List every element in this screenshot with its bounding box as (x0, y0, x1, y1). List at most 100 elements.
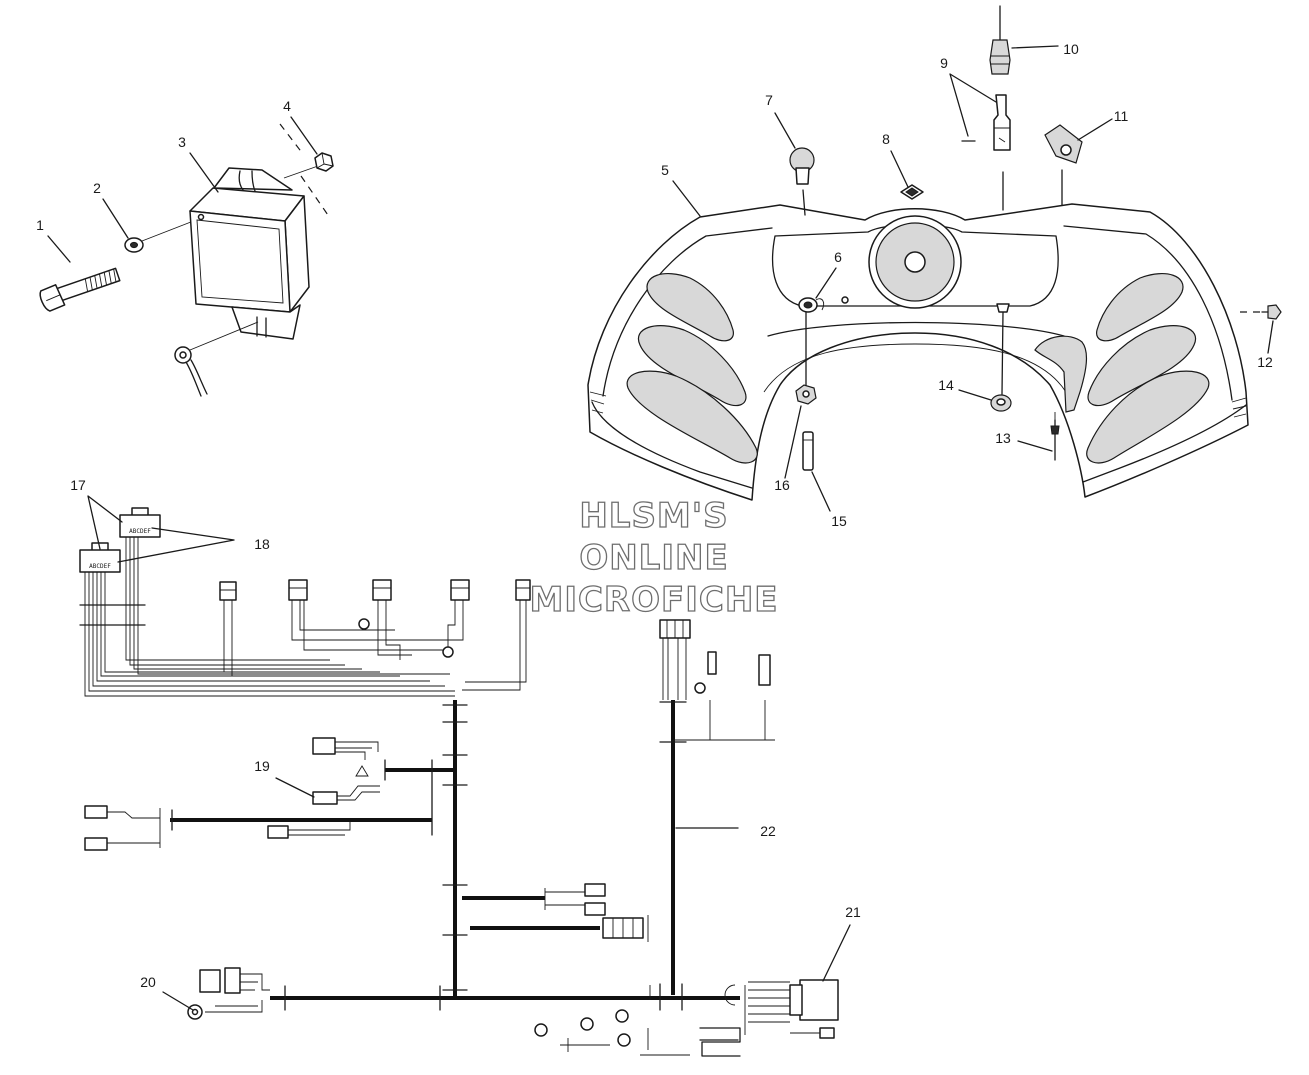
hood-left-trim (589, 391, 607, 414)
harness-marker-5 (580, 1017, 594, 1031)
hood-small-hole (841, 296, 849, 304)
callout-21: 21 (845, 904, 861, 920)
harness-marker-1 (358, 618, 370, 630)
callout-14: 14 (938, 377, 954, 393)
hood-right-lower-edge (1082, 404, 1247, 483)
callout-13-leader (1017, 440, 1053, 452)
part-7-to-hood-line (802, 189, 806, 216)
callout-18: 18 (254, 536, 270, 552)
connector-21-pigtail (819, 1027, 835, 1039)
callout-4-leader (290, 116, 318, 155)
harness-warning-triangle (355, 765, 369, 777)
ground-ring-hole (179, 351, 187, 359)
part-8-clip-inner (905, 187, 919, 197)
harness-marker-7 (617, 1033, 631, 1047)
callout-21-leader (822, 924, 851, 982)
callout-16-leader (784, 405, 802, 479)
part-11-bracket-hole (1060, 144, 1072, 156)
part-11-bracket (1044, 124, 1083, 164)
connector-19-upper (312, 737, 336, 755)
hood-vent-left-upper (646, 273, 734, 342)
part-14-post (996, 303, 1010, 313)
connector-top-4 (450, 579, 470, 601)
connector-19-wires (335, 741, 380, 801)
harness-left-bundle-lower (84, 572, 455, 697)
connector-mid-2-pins (612, 915, 649, 942)
part-14-grommet-hole (996, 398, 1006, 406)
callout-1-leader (47, 235, 71, 263)
bolt-threads (84, 268, 117, 292)
hood-outline (587, 203, 1249, 501)
callout-10-leader (1011, 45, 1059, 49)
hood-left-lower-edge (591, 401, 753, 489)
callout-3-leader (189, 152, 219, 193)
callout-5: 5 (661, 162, 669, 178)
box-corner-hole (197, 213, 205, 221)
callout-9: 9 (940, 55, 948, 71)
harness-top-wires (223, 600, 527, 691)
callout-18-leader (117, 527, 235, 563)
callout-6-leader (815, 267, 837, 299)
connector-20-side (224, 967, 241, 994)
part-6-boss (815, 298, 825, 311)
callout-20: 20 (140, 974, 156, 990)
harness-trunk-ties (171, 704, 468, 991)
connector-left-mid-wires (288, 822, 351, 836)
connector-far-left-lower (84, 837, 108, 851)
callout-17-leader (87, 495, 123, 550)
callout-8: 8 (882, 131, 890, 147)
hood-gauge-center (904, 251, 926, 273)
callout-12: 12 (1257, 354, 1273, 370)
watermark-line-2: ONLINE (579, 538, 728, 578)
connector-22-top-pins (666, 620, 684, 638)
hood-right-inner-edge (1063, 225, 1233, 401)
box-top-slot (238, 170, 256, 192)
part-5-hood (587, 203, 1249, 501)
callout-6: 6 (834, 249, 842, 265)
connector-22-wires (662, 638, 687, 700)
callout-20-leader (162, 991, 194, 1011)
connector-far-left-wires (107, 808, 161, 848)
connector-top-detail (220, 587, 530, 591)
part-12-screw (1267, 304, 1282, 320)
ground-wire (185, 359, 208, 397)
callout-2: 2 (93, 180, 101, 196)
connector-left-mid (267, 825, 289, 839)
part-15-pin (802, 431, 814, 471)
connector-top-2 (288, 579, 308, 601)
part-16-nut-hole (802, 390, 810, 398)
nut-facets (316, 152, 334, 169)
callout-3: 3 (178, 134, 186, 150)
connector-mid-1a (584, 883, 606, 897)
bolt-head-facet (46, 294, 61, 302)
watermark-line-1: HLSM'S (579, 496, 728, 536)
part-9-connector-detail (994, 127, 1010, 143)
part-22-small-fuse (758, 654, 771, 686)
connector-21-loop (724, 984, 736, 1006)
connector-mid-1-wires (544, 888, 585, 910)
callout-8-leader (890, 150, 909, 188)
callout-19-leader (275, 777, 315, 798)
hood-right-bracket (1034, 335, 1088, 413)
callout-5-leader (672, 180, 701, 217)
hood-arch-inner (763, 343, 1067, 393)
callout-4: 4 (283, 98, 291, 114)
washer-hole (130, 241, 138, 249)
ground-to-box-line (189, 321, 259, 351)
connector-20-wires (205, 973, 270, 1013)
part-7-socket-stem (795, 167, 810, 185)
connector-21-side (789, 984, 803, 1016)
callout-11-leader (1077, 118, 1113, 141)
connector-mid-1b (584, 902, 606, 916)
harness-marker-2 (442, 646, 454, 658)
callout-10: 10 (1063, 41, 1079, 57)
watermark-line-3: MICROFICHE (529, 580, 778, 620)
callout-22: 22 (760, 823, 776, 839)
hood-right-trim (1231, 397, 1247, 418)
callout-1: 1 (36, 217, 44, 233)
connector-19-lower (312, 791, 338, 805)
harness-marker-3 (694, 682, 706, 694)
hood-seam (767, 321, 1065, 337)
callout-11: 11 (1114, 108, 1129, 124)
